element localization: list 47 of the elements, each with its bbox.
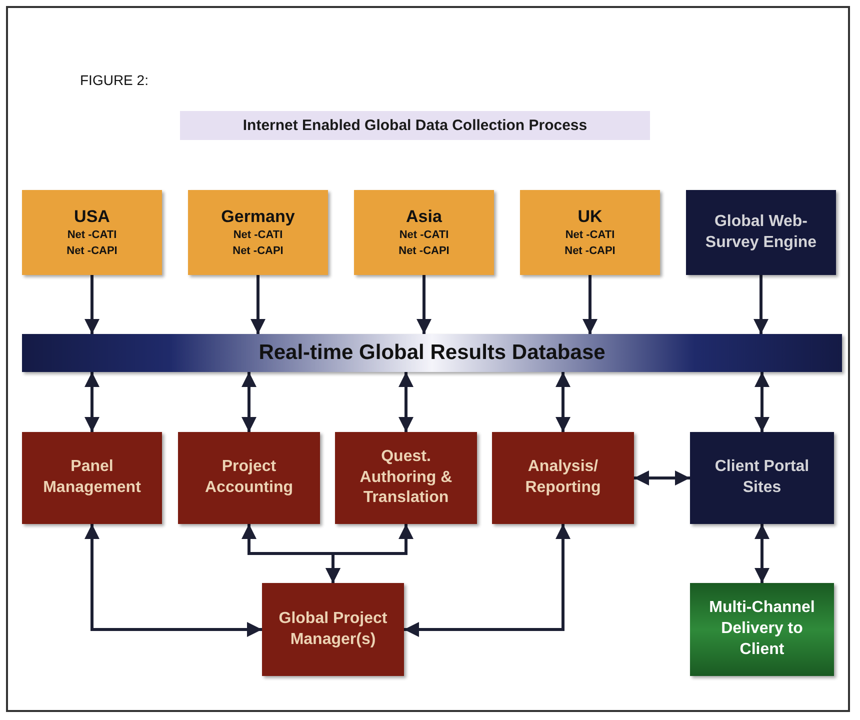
diagram-title: Internet Enabled Global Data Collection Process bbox=[180, 111, 650, 140]
process-box bbox=[686, 190, 836, 275]
node-title: Germany bbox=[221, 206, 295, 228]
process-box bbox=[690, 432, 834, 524]
figure-label: FIGURE 2: bbox=[80, 72, 148, 88]
site-box bbox=[520, 190, 660, 275]
arrow bbox=[398, 372, 414, 432]
node-title: Project Accounting bbox=[204, 457, 294, 498]
node-subtitle: Net -CATI Net -CAPI bbox=[398, 228, 450, 259]
node-subtitle: Net -CATI Net -CAPI bbox=[232, 228, 284, 259]
arrow bbox=[754, 372, 770, 432]
arrow bbox=[754, 275, 768, 334]
arrow bbox=[84, 524, 262, 637]
arrow bbox=[556, 372, 570, 432]
arrow bbox=[326, 524, 414, 583]
arrow bbox=[404, 524, 570, 637]
node-title: UK bbox=[578, 206, 602, 228]
node-title: Quest. Authoring & Translation bbox=[358, 446, 454, 508]
arrow bbox=[242, 372, 256, 432]
database-bar bbox=[22, 334, 842, 372]
site-box bbox=[188, 190, 328, 275]
arrow bbox=[754, 524, 770, 583]
arrow bbox=[250, 275, 266, 334]
site-box bbox=[22, 190, 162, 275]
arrow bbox=[582, 275, 598, 334]
process-box bbox=[262, 583, 404, 676]
delivery-box bbox=[690, 583, 834, 676]
node-title: Client Portal Sites bbox=[714, 457, 810, 498]
node-title: Multi-Channel Delivery to Client bbox=[708, 598, 816, 660]
node-title: Global Web-Survey Engine bbox=[704, 212, 818, 252]
arrow bbox=[84, 275, 100, 334]
site-box bbox=[354, 190, 494, 275]
node-title: Global Project Manager(s) bbox=[278, 608, 388, 650]
node-subtitle: Net -CATI Net -CAPI bbox=[66, 228, 118, 259]
node-title: USA bbox=[74, 206, 110, 228]
node-title: Real-time Global Results Database bbox=[258, 340, 606, 366]
process-box bbox=[178, 432, 320, 524]
process-box bbox=[335, 432, 477, 524]
process-box bbox=[492, 432, 634, 524]
process-box bbox=[22, 432, 162, 524]
node-title: Panel Management bbox=[42, 457, 142, 498]
arrow bbox=[634, 470, 690, 486]
node-title: Analysis/ Reporting bbox=[524, 457, 602, 498]
arrow bbox=[84, 372, 100, 432]
arrow bbox=[416, 275, 432, 334]
node-title: Asia bbox=[406, 206, 442, 228]
node-subtitle: Net -CATI Net -CAPI bbox=[564, 228, 616, 259]
